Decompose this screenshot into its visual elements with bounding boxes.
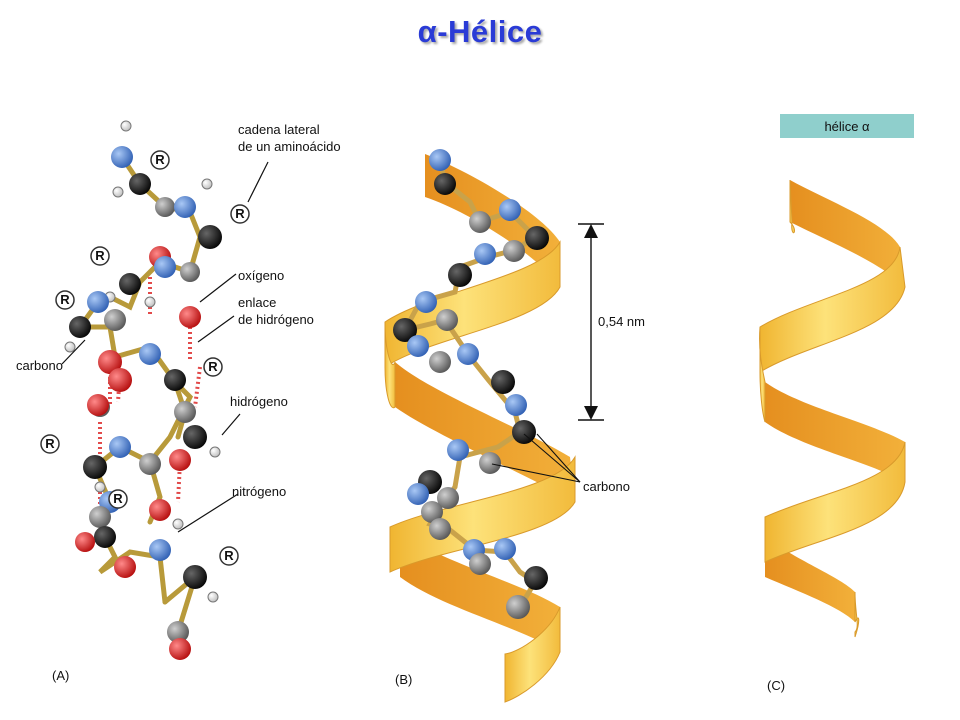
carbon-label: carbono: [583, 479, 630, 494]
annotation-hbond-line2: de hidrógeno: [238, 312, 314, 327]
annotation-hydrogen: hidrógeno: [230, 394, 288, 409]
side-chain-marker: [55, 290, 75, 310]
side-chain-r-label: R: [224, 548, 234, 563]
side-chain-r-label: R: [60, 292, 70, 307]
page-title: α-Hélice: [417, 14, 543, 49]
side-chain-r-label: R: [208, 359, 218, 374]
side-chain-r-label: R: [235, 206, 245, 221]
side-chain-r-label: R: [45, 436, 55, 451]
side-chain-marker: [230, 204, 250, 224]
annotation-carbon: carbono: [16, 358, 63, 373]
helix-tag-label: hélice α: [824, 119, 870, 134]
side-chain-marker: [40, 434, 60, 454]
side-chain-marker: [150, 150, 170, 170]
annotation-side-chain-line2: de un aminoácido: [238, 139, 341, 154]
panel-a-ball-and-stick: R R R R R R R R cadena lateral de un ami…: [16, 120, 341, 683]
side-chain-r-label: R: [155, 152, 165, 167]
annotation-hbond-line1: enlace: [238, 295, 276, 310]
panel-a-label: (A): [52, 668, 69, 683]
helix-tag: [780, 114, 914, 138]
panel-b-label: (B): [395, 672, 412, 687]
annotation-oxygen: oxígeno: [238, 268, 284, 283]
annotation-nitrogen: nitrógeno: [232, 484, 286, 499]
alpha-helix-figure: R R R R R R R R cadena lateral de un ami…: [0, 62, 960, 720]
side-chain-marker: [90, 246, 110, 266]
side-chain-r-label: R: [95, 248, 105, 263]
side-chain-marker: [219, 546, 239, 566]
panel-b-ribbon-helix: 0,54 nm: [384, 149, 645, 703]
side-chain-marker: [108, 489, 128, 509]
annotation-side-chain-line1: cadena lateral: [238, 122, 320, 137]
panel-c-ribbon-helix: hélice α (C): [759, 114, 914, 693]
figure-canvas: R R R R R R R R cadena lateral de un ami…: [16, 114, 914, 703]
pitch-label: 0,54 nm: [598, 314, 645, 329]
side-chain-r-label: R: [113, 491, 123, 506]
panel-c-label: (C): [767, 678, 785, 693]
side-chain-marker: [203, 357, 223, 377]
